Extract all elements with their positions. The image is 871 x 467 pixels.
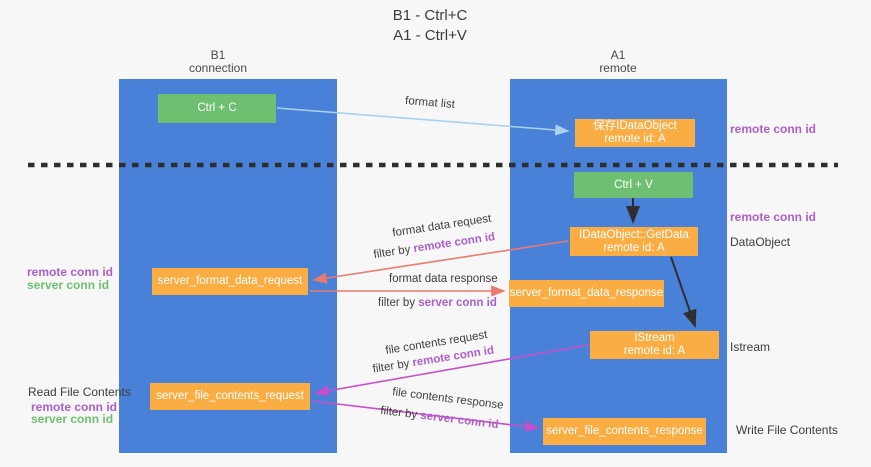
- node-save-dataobject-line2: remote id: A: [604, 133, 666, 145]
- node-format-request-label: server_format_data_request: [157, 275, 303, 287]
- lane-a1-name: A1: [610, 48, 626, 62]
- filter-by-text: filter by: [372, 243, 415, 262]
- node-istream-line1: IStream: [634, 332, 675, 344]
- node-save-dataobject-line1: 保存IDataObject: [593, 120, 677, 132]
- node-istream-line2: remote id: A: [623, 345, 686, 357]
- side-label-left-server-conn-id: server conn id: [27, 278, 110, 292]
- side-label-read-server-conn-id: server conn id: [31, 412, 114, 426]
- side-label-read-remote-conn-id: remote conn id: [31, 400, 118, 414]
- node-file-request-label: server_file_contents_request: [156, 390, 304, 402]
- node-ctrl-c-label: Ctrl + C: [197, 102, 237, 114]
- diagram-title: B1 - Ctrl+C A1 - Ctrl+V: [330, 6, 530, 46]
- side-label-dataobject: DataObject: [730, 235, 791, 249]
- side-label-read-file-contents: Read File Contents: [28, 385, 131, 399]
- node-ctrl-v-label: Ctrl + V: [614, 178, 653, 191]
- node-server-format-data-response: server_format_data_response: [509, 280, 664, 307]
- lane-b1-name: B1: [210, 48, 226, 62]
- label-format-data-request-filter: filter by remote conn id: [373, 231, 496, 261]
- node-idataobject-getdata: IDataObject::GetData remote id: A: [570, 227, 698, 256]
- node-server-format-data-request: server_format_data_request: [152, 268, 308, 295]
- side-label-remote-conn-id-mid: remote conn id: [730, 210, 817, 224]
- label-format-list: format list: [404, 95, 456, 111]
- node-ctrl-v: Ctrl + V: [574, 172, 693, 198]
- lane-header-b1: B1 connection: [158, 49, 278, 75]
- filter-by-text: filter by: [378, 297, 419, 309]
- label-format-data-response: format data response: [389, 273, 498, 285]
- node-istream: IStream remote id: A: [590, 331, 719, 359]
- side-label-write-file-contents: Write File Contents: [736, 423, 838, 437]
- lane-header-a1: A1 remote: [558, 49, 678, 75]
- node-server-file-contents-request: server_file_contents_request: [150, 383, 310, 410]
- filter-by-text: filter by: [371, 357, 414, 376]
- title-line-2: A1 - Ctrl+V: [393, 27, 467, 44]
- side-label-istream: Istream: [730, 340, 771, 354]
- side-label-left-remote-conn-id: remote conn id: [27, 265, 114, 279]
- remote-conn-id-key: remote conn id: [412, 230, 496, 256]
- title-line-1: B1 - Ctrl+C: [392, 7, 468, 24]
- node-ctrl-c: Ctrl + C: [158, 94, 276, 123]
- server-conn-id-key: server conn id: [418, 297, 497, 309]
- node-save-dataobject: 保存IDataObject remote id: A: [575, 119, 695, 147]
- filter-by-text: filter by: [379, 404, 422, 422]
- node-getdata-line1: IDataObject::GetData: [579, 228, 689, 241]
- node-server-file-contents-response: server_file_contents_response: [543, 418, 706, 445]
- side-label-remote-conn-id-top: remote conn id: [730, 122, 817, 136]
- node-file-response-label: server_file_contents_response: [546, 425, 703, 437]
- node-format-response-label: server_format_data_response: [509, 287, 664, 299]
- lane-a1-role: remote: [599, 61, 637, 75]
- server-conn-id-key: server conn id: [419, 409, 500, 432]
- label-format-data-response-filter: filter by server conn id: [378, 297, 497, 309]
- lane-b1-role: connection: [188, 61, 248, 75]
- node-getdata-line2: remote id: A: [603, 241, 665, 254]
